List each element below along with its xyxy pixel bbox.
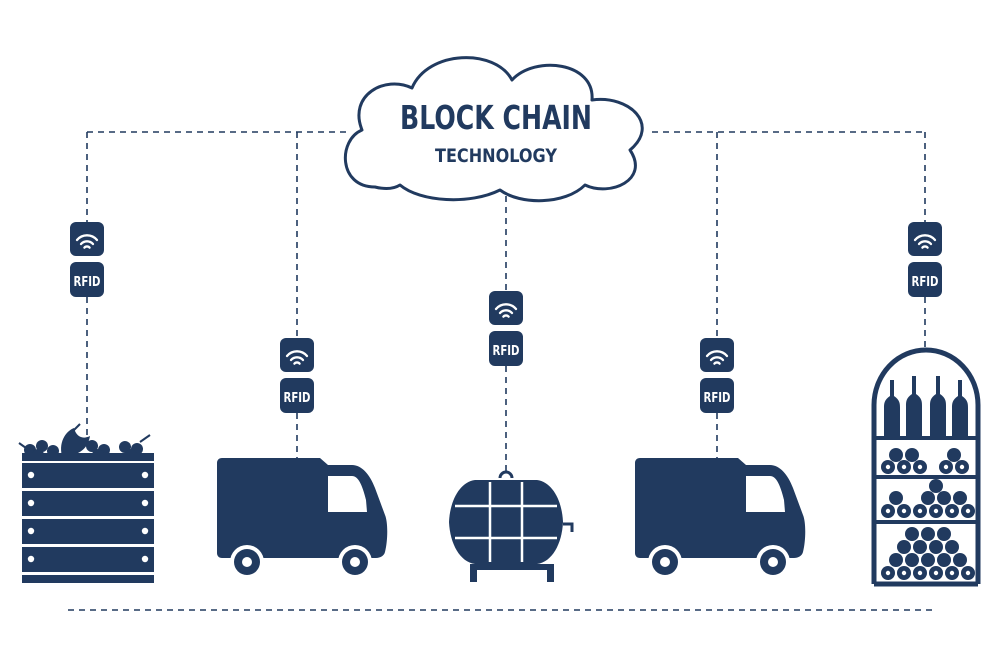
cloud-title: BLOCK CHAIN <box>400 98 592 137</box>
wine-bottles <box>884 376 968 436</box>
rfid-tag-crate: RFID <box>68 220 106 299</box>
rfid-label: RFID <box>74 275 101 290</box>
barrel-handle <box>498 470 514 479</box>
rfid-label: RFID <box>912 275 939 290</box>
van-window <box>328 476 367 512</box>
crate-plank <box>22 463 154 488</box>
rfid-tag-rack: RFID <box>906 220 944 299</box>
van-window <box>746 476 785 512</box>
barrel-body <box>449 480 563 564</box>
crate-plank <box>22 519 154 544</box>
cloud-subtitle: TECHNOLOGY <box>435 145 557 167</box>
rfid-label: RFID <box>493 344 520 359</box>
crate-plank <box>22 491 154 516</box>
crate-plank <box>22 575 154 583</box>
delivery-van-icon <box>635 458 806 579</box>
grape-heap <box>18 423 154 461</box>
crate-plank <box>22 547 154 572</box>
barrel-stand <box>470 564 554 570</box>
cloud-shape <box>343 56 644 203</box>
rfid-tag-van-left: RFID <box>278 336 316 415</box>
crate-screws <box>27 471 149 563</box>
blockchain-cloud: BLOCK CHAIN TECHNOLOGY <box>343 56 644 203</box>
rfid-tag-barrel: RFID <box>487 289 525 368</box>
barrel-tap <box>563 522 574 532</box>
wine-barrel-icon <box>449 470 574 582</box>
rfid-label: RFID <box>284 391 311 406</box>
delivery-van-icon <box>217 458 388 579</box>
wine-rack-icon <box>871 347 981 587</box>
rfid-label: RFID <box>704 391 731 406</box>
connector-lines <box>68 131 935 611</box>
rfid-tag-van-right: RFID <box>698 336 736 415</box>
rack-frame <box>871 347 981 584</box>
bottle-highlights <box>885 464 971 576</box>
grape-crate-icon <box>18 423 154 583</box>
